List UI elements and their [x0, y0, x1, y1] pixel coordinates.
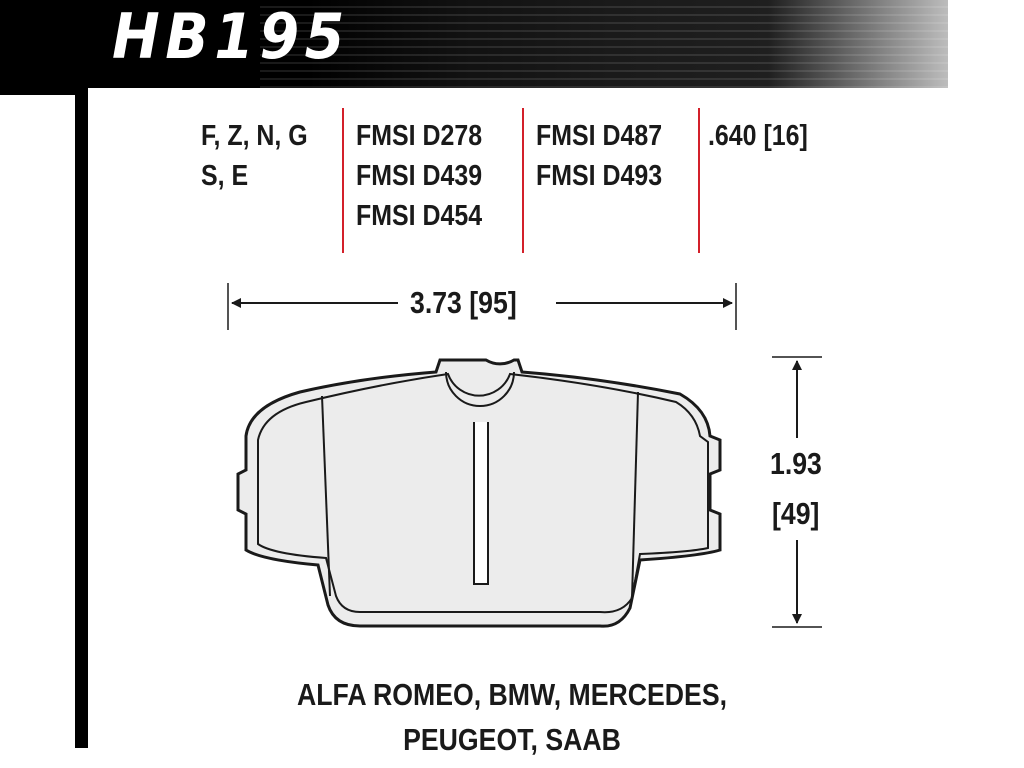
header-stripes: [260, 0, 950, 88]
vehicle-line: PEUGEOT, SAAB: [403, 722, 621, 757]
height-value-mm: [49]: [772, 496, 820, 531]
spec-divider: [342, 108, 344, 253]
vehicle-line: ALFA ROMEO, BMW, MERCEDES,: [296, 677, 728, 712]
right-chamfer-line: [631, 391, 639, 599]
center-slot: [473, 422, 489, 585]
fmsi-number: FMSI D493: [536, 160, 663, 192]
compound-line: F, Z, N, G: [201, 120, 308, 152]
thickness-value: .640 [16]: [708, 120, 808, 152]
compound-line: S, E: [201, 160, 249, 192]
height-value-in: 1.93: [770, 446, 822, 481]
friction-pad-outline: [257, 372, 709, 614]
vehicle-applications: ALFA ROMEO, BMW, MERCEDES, PEUGEOT, SAAB: [0, 672, 1024, 762]
spec-divider: [522, 108, 524, 253]
thickness-column: .640 [16]: [708, 116, 808, 156]
fmsi-number: FMSI D439: [356, 160, 483, 192]
left-chamfer-line: [321, 395, 331, 597]
fmsi-column-1: FMSI D278 FMSI D439 FMSI D454: [356, 116, 482, 236]
spec-divider: [698, 108, 700, 253]
width-dimension: [227, 283, 737, 330]
compound-list: F, Z, N, G S, E: [201, 116, 308, 196]
header-notch: [88, 88, 950, 95]
part-number: HB195: [112, 0, 350, 73]
fmsi-number: FMSI D454: [356, 200, 483, 232]
locating-notch: [445, 371, 515, 407]
header-band: [0, 0, 1024, 95]
left-rail: [75, 80, 88, 748]
width-value: 3.73 [95]: [410, 285, 517, 320]
fmsi-number: FMSI D487: [536, 120, 663, 152]
height-dimension: [772, 356, 822, 628]
fmsi-number: FMSI D278: [356, 120, 483, 152]
fmsi-column-2: FMSI D487 FMSI D493: [536, 116, 662, 196]
header-fade: [948, 0, 1024, 95]
